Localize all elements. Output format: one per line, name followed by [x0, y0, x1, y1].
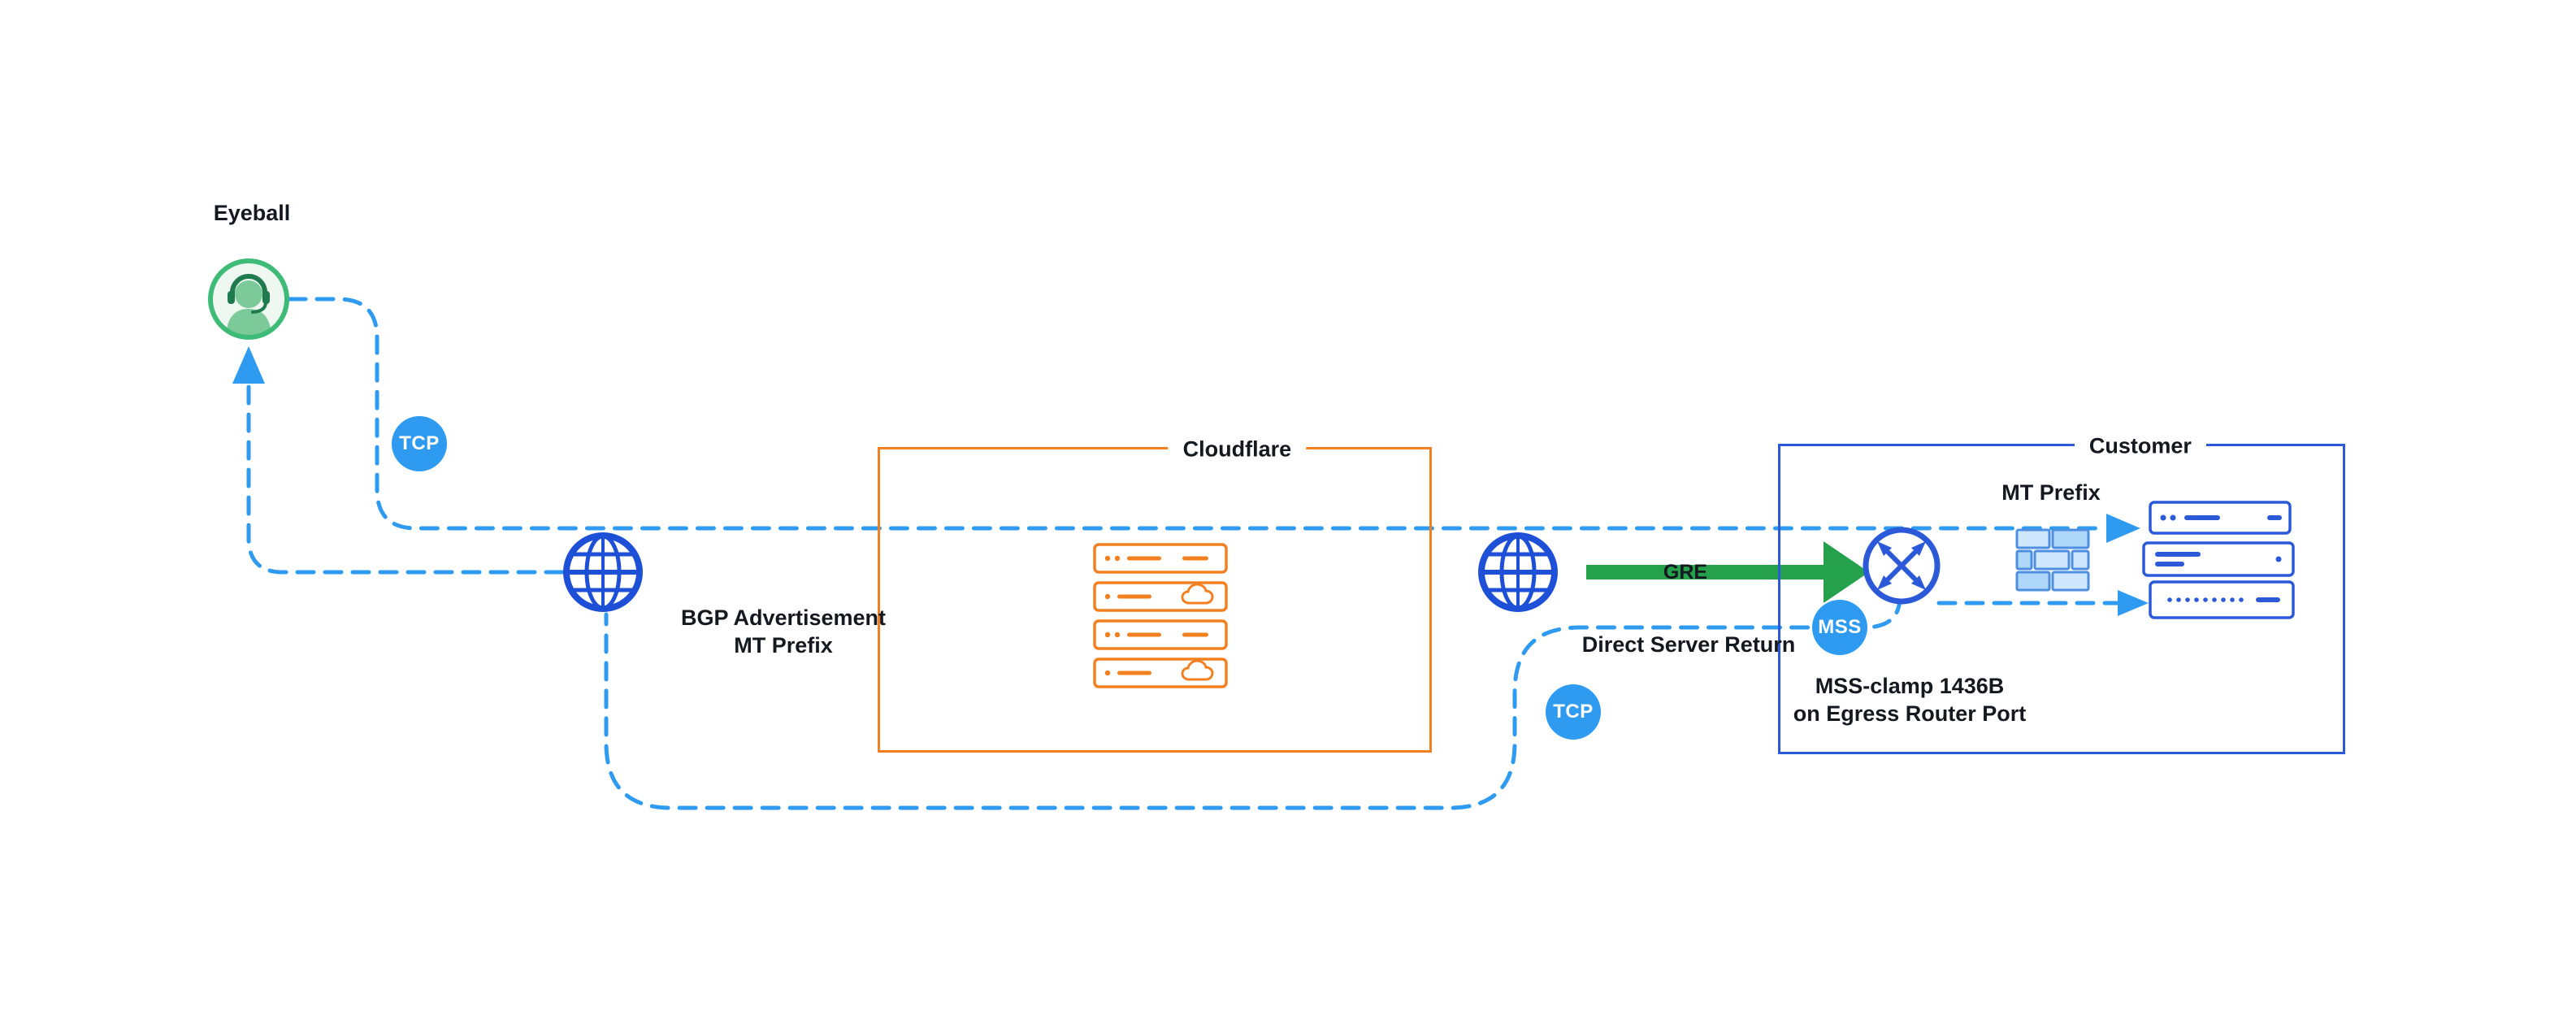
tcp-badge-outbound: TCP: [392, 416, 447, 471]
bgp-advertisement-line2: MT Prefix: [734, 633, 833, 658]
forward-path-arrowhead-icon: [2106, 514, 2140, 543]
mss-clamp-line2: on Egress Router Port: [1793, 701, 2027, 726]
internet-globe-right-icon: [1476, 530, 1560, 614]
return-arrival-line: [246, 383, 565, 575]
mss-badge: MSS: [1812, 600, 1867, 655]
eyeball-label: Eyeball: [213, 201, 291, 225]
bgp-advertisement-line1: BGP Advertisement: [680, 605, 887, 630]
gre-arrow: [1586, 541, 1869, 603]
customer-server-bottom-icon: [2149, 580, 2295, 619]
firewall-icon: [2015, 528, 2090, 595]
bgp-advertisement-label: BGP Advertisement MT Prefix: [681, 604, 886, 659]
internet-globe-left-icon: [561, 530, 645, 614]
cloudflare-box-title: Cloudflare: [1168, 436, 1307, 462]
mss-clamp-line1: MSS-clamp 1436B: [1815, 674, 2005, 698]
direct-server-return-label: Direct Server Return: [1581, 632, 1796, 657]
customer-box: Customer: [1778, 433, 2345, 754]
eyeball-arrival-arrowhead-icon: [232, 346, 265, 384]
tcp-badge-return: TCP: [1546, 684, 1601, 740]
cloudflare-server-stack-icon: [1093, 543, 1228, 693]
cloudflare-box: Cloudflare: [878, 436, 1432, 753]
customer-server-top-icon: [2149, 501, 2292, 535]
gre-label: GRE: [1663, 561, 1708, 584]
forward-path-line: [287, 297, 2109, 531]
router-to-server-arrowhead-icon: [2118, 590, 2149, 616]
customer-server-middle-icon: [2142, 541, 2295, 577]
mss-clamp-label: MSS-clamp 1436B on Egress Router Port: [1793, 672, 2027, 727]
mt-prefix-label: MT Prefix: [2001, 480, 2101, 505]
eyeball-user-icon: [203, 254, 294, 345]
customer-box-title: Customer: [2074, 433, 2206, 459]
router-icon: [1859, 523, 1944, 608]
